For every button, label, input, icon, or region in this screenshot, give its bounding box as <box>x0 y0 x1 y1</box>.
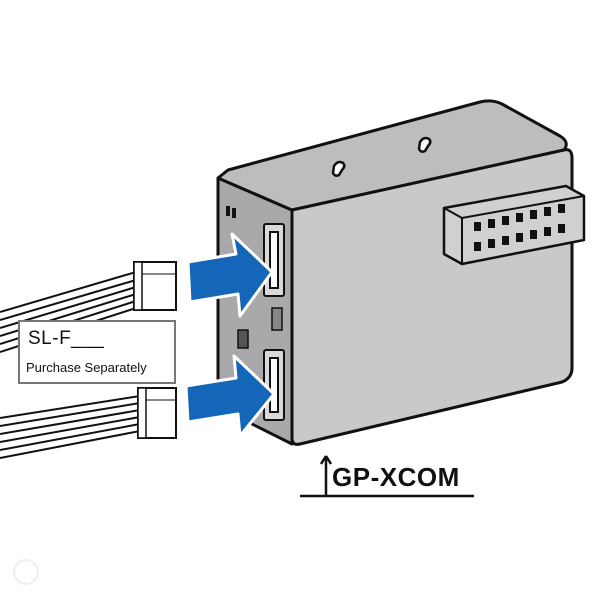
lower-cable-connector <box>137 387 177 439</box>
status-led-marks <box>226 206 236 218</box>
housing-top <box>216 99 568 212</box>
mounting-slot <box>331 136 432 177</box>
product-leader-line <box>300 455 474 498</box>
side-switch <box>237 307 283 349</box>
insertion-arrow-upper <box>186 232 274 318</box>
lower-cable <box>0 395 141 459</box>
purchase-note-label: Purchase Separately <box>26 360 147 375</box>
pin-header <box>442 184 586 266</box>
side-port-upper <box>263 223 285 297</box>
part-number-label: SL-F___ <box>28 328 105 349</box>
part-callout-box: SL-F___ Purchase Separately <box>18 320 176 384</box>
side-port-lower <box>263 349 285 421</box>
insertion-arrow-lower <box>184 354 276 438</box>
watermark-mark <box>13 559 39 585</box>
upper-cable-connector <box>133 261 177 311</box>
product-label: GP-XCOM <box>332 462 460 492</box>
